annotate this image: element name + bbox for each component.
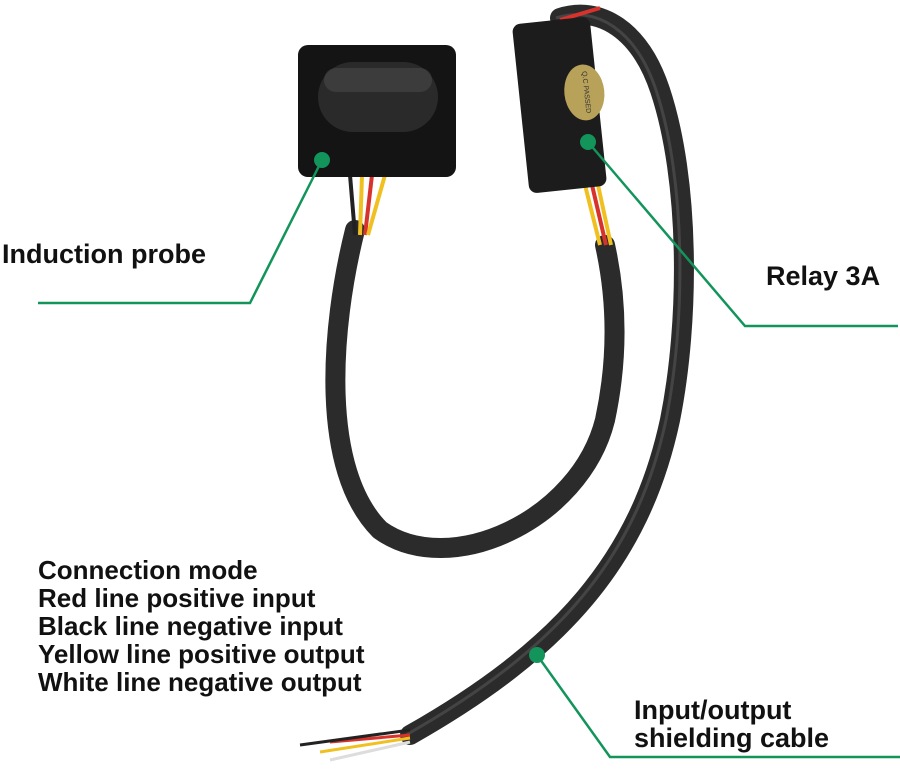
shielding-cable xyxy=(400,4,694,745)
connection-line-white: White line negative output xyxy=(38,667,362,697)
relay-wires xyxy=(559,6,613,246)
induction-probe xyxy=(298,45,456,177)
connection-mode-title: Connection mode xyxy=(38,555,258,585)
cable-label-line1: Input/output xyxy=(634,695,792,725)
connection-line-black: Black line negative input xyxy=(38,611,343,641)
leader-dots xyxy=(314,134,596,663)
qc-sticker xyxy=(564,64,605,121)
relay-label: Relay 3A xyxy=(766,261,881,291)
induction-probe-label: Induction probe xyxy=(2,239,206,269)
connection-mode-block: Connection mode Red line positive input … xyxy=(38,556,364,696)
relay: Q.C PASSED xyxy=(512,17,607,193)
shielding-cable-label: Input/output shielding cable xyxy=(634,696,829,752)
connection-line-red: Red line positive input xyxy=(38,583,316,613)
svg-text:Q.C PASSED: Q.C PASSED xyxy=(580,71,591,114)
connecting-cable xyxy=(325,220,625,558)
connection-line-yellow: Yellow line positive output xyxy=(38,639,365,669)
probe-wires xyxy=(348,174,387,236)
wire-ends xyxy=(299,728,411,762)
cable-label-line2: shielding cable xyxy=(634,723,830,753)
leader-lines xyxy=(38,141,900,759)
